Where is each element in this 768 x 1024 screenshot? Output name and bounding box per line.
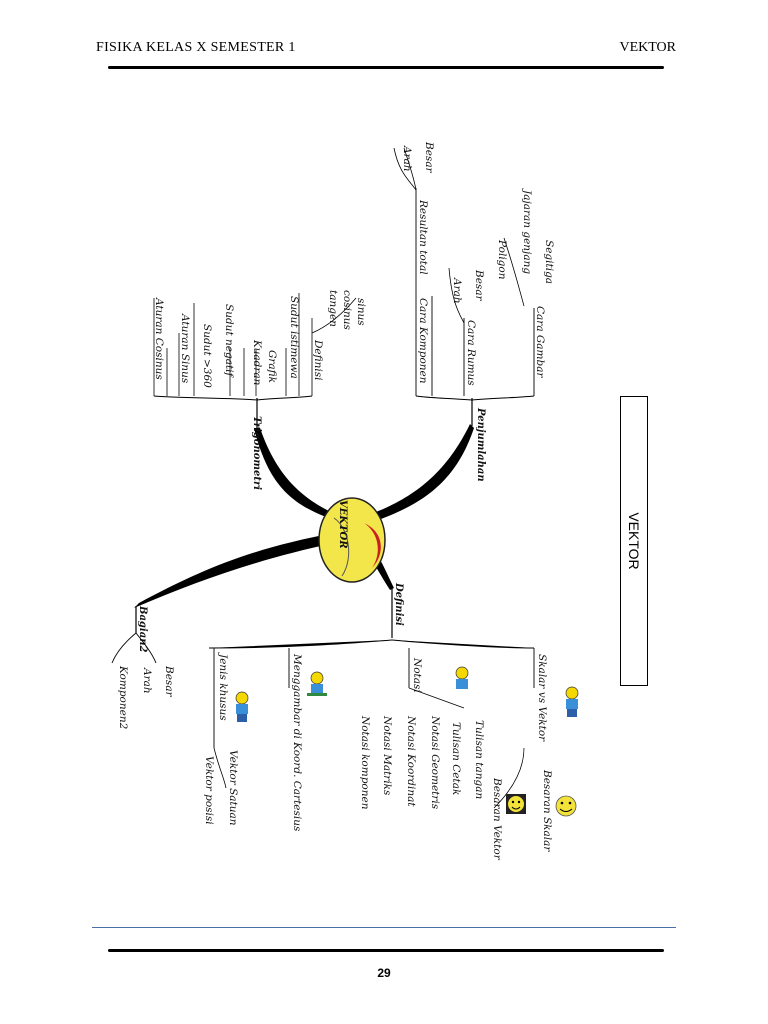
center-label: VEKTOR	[337, 500, 348, 549]
trig-cosinus: cosinus	[341, 290, 353, 330]
bagian2-label: Bagian2	[137, 605, 148, 652]
def-notasi-koordinat: Notasi Koordinat	[405, 715, 417, 807]
footer-rule	[108, 949, 664, 952]
penj-rumus-arah: Arah	[451, 277, 463, 304]
trig-sinus: sinus	[355, 298, 367, 326]
trig-sudut-360: Sudut >360	[201, 324, 213, 388]
penj-gambar-jajaran-genjang: Jajaran genjang	[521, 188, 533, 274]
cartoon-figure-notasi	[455, 666, 469, 689]
trig-kuadran: Kuadran	[251, 339, 263, 386]
trig-aturan-sinus: Aturan Sinus	[179, 313, 191, 384]
penj-resultan-arah: Arah	[401, 145, 413, 172]
def-menggambar-koord: Menggambar di Koord. Cartesius	[291, 653, 303, 832]
def-vektor-posisi: Vektor posisi	[203, 756, 215, 825]
penj-gambar-poligon: Poligon	[496, 239, 508, 280]
vektor-mind-map: VEKTOR Trigonometri Definisi sinus cosin…	[94, 128, 614, 898]
header-chapter-title: VEKTOR	[619, 40, 676, 55]
cartoon-figure-menggambar	[307, 671, 327, 696]
def-notasi-komponen: Notasi komponen	[359, 715, 371, 810]
bagian2-besar: Besar	[163, 665, 175, 698]
branch-bagian2: Bagian2 Besar Arah Komponen2	[111, 605, 175, 730]
penj-resultan-total: Resultan total	[417, 199, 429, 275]
header-rule	[108, 66, 664, 69]
trig-aturan-cosinus: Aturan Cosinus	[153, 297, 165, 380]
trig-grafik: Grafik	[266, 350, 278, 383]
def-notasi-matriks: Notasi Matriks	[381, 715, 393, 796]
cartoon-figure-jenis	[235, 691, 249, 722]
penjumlahan-label: Penjumlahan	[475, 407, 486, 482]
trigonometri-label: Trigonometri	[251, 416, 262, 490]
main-branches	[134, 424, 474, 608]
penj-rumus-besar: Besar	[473, 269, 485, 302]
mind-map-drawing: VEKTOR Trigonometri Definisi sinus cosin…	[111, 141, 579, 861]
cartoon-figure-skalar	[565, 686, 579, 717]
penj-cara-gambar: Cara Gambar	[534, 306, 546, 378]
def-notasi-tulisan-cetak: Tulisan Cetak	[450, 722, 462, 795]
penj-cara-rumus: Cara Rumus	[465, 320, 477, 386]
page-number: 29	[377, 966, 391, 980]
chapter-side-title: VEKTOR	[626, 512, 642, 570]
branch-penjumlahan: Penjumlahan Resultan total Besar Arah Ca…	[393, 141, 555, 482]
trig-sudut-negatif: Sudut negatif	[223, 304, 235, 379]
def-notasi-tulisan-tangan: Tulisan tangan	[473, 720, 485, 799]
def-notasi: Notasi	[411, 657, 423, 693]
trig-definisi: Definisi	[312, 339, 324, 381]
trig-tangen: tangen	[327, 290, 339, 327]
def-besaran-vektor: Besaran Vektor	[491, 777, 503, 861]
def-jenis-khusus: Jenis khusus	[217, 652, 229, 721]
def-notasi-geometris: Notasi Geometris	[429, 715, 441, 810]
bagian2-komponen2: Komponen2	[117, 665, 129, 730]
penj-cara-komponen: Cara Komponen	[417, 298, 429, 384]
def-besaran-skalar: Besaran Skalar	[541, 769, 553, 852]
penj-resultan-besar: Besar	[423, 141, 435, 174]
branch-definisi: Definisi Skalar vs Vektor Besaran Skalar…	[203, 582, 553, 861]
center-node: VEKTOR	[318, 497, 386, 583]
page-header: FISIKA KELAS X SEMESTER 1 VEKTOR	[96, 40, 676, 64]
def-vektor-satuan: Vektor Satuan	[227, 750, 239, 826]
header-course-title: FISIKA KELAS X SEMESTER 1	[96, 40, 296, 55]
def-skalar-vs-vektor: Skalar vs Vektor	[536, 654, 548, 742]
footer-thin-rule	[92, 927, 676, 928]
definisi-label: Definisi	[393, 582, 404, 626]
trig-sudut-istimewa: Sudut istimewa	[288, 296, 300, 379]
smiley-icon-vektor	[506, 794, 526, 814]
smiley-icon-skalar	[555, 795, 577, 817]
chapter-side-title-box: VEKTOR	[620, 396, 648, 686]
bagian2-arah: Arah	[141, 667, 153, 694]
penj-gambar-segitiga: Segitiga	[543, 240, 555, 284]
branch-trigonometri: Trigonometri Definisi sinus cosinus tang…	[153, 290, 367, 490]
